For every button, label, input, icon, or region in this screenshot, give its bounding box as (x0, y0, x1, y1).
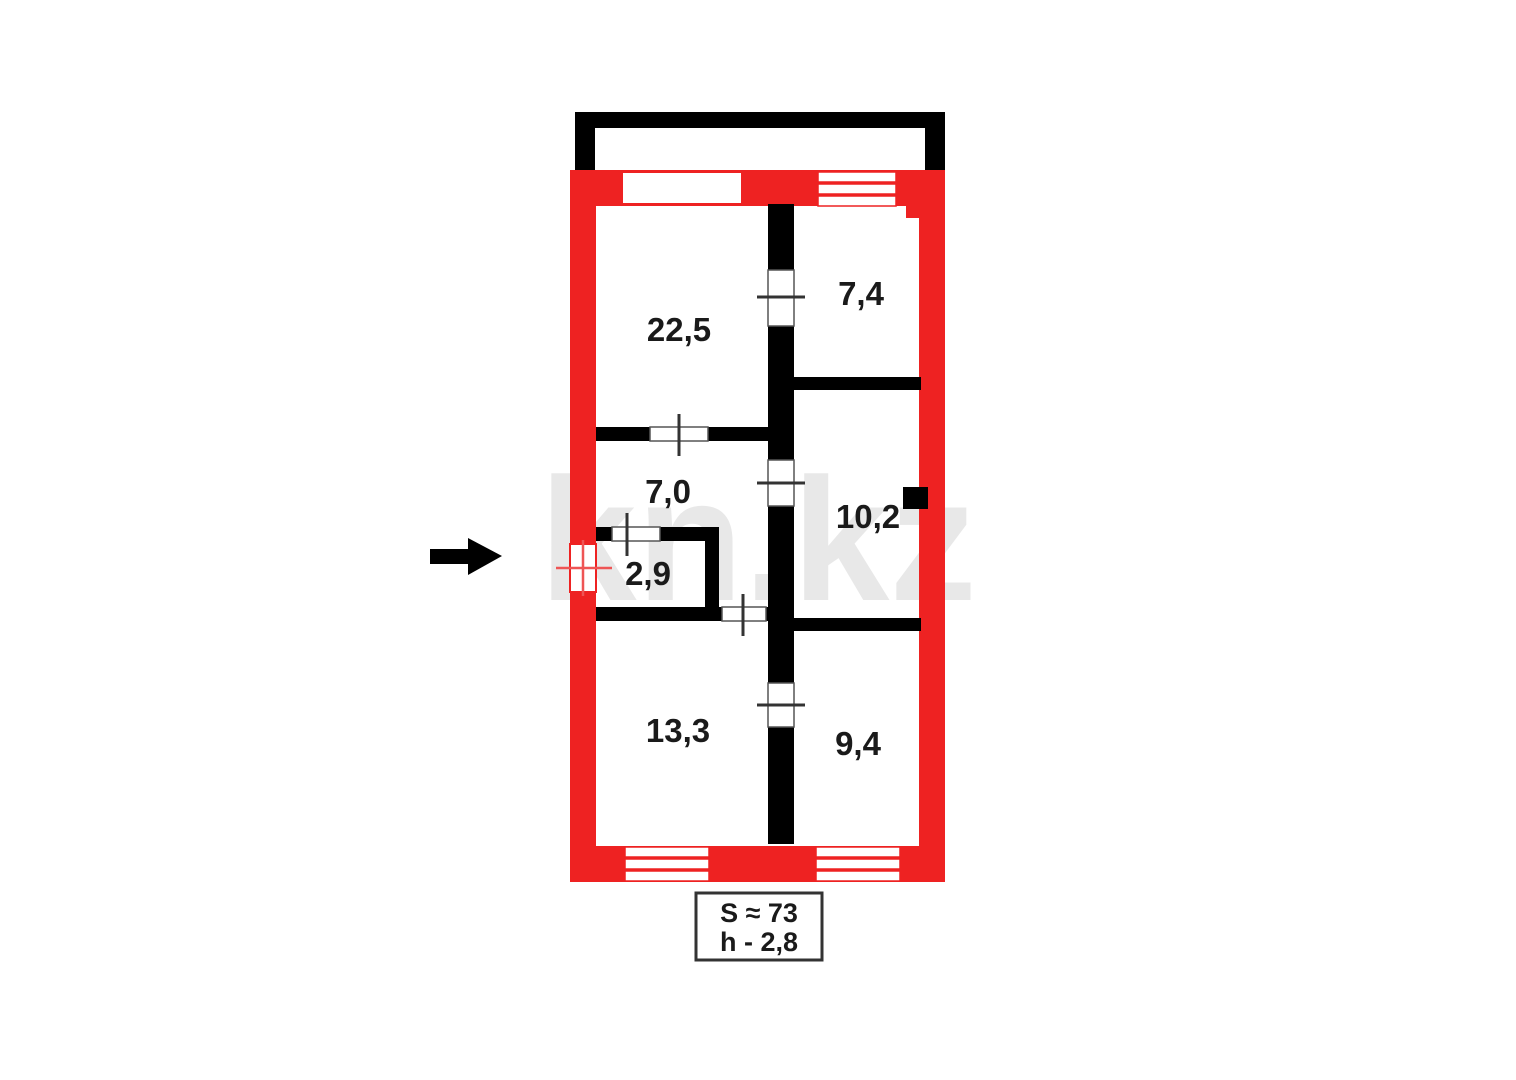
total-area-text: S ≈ 73 (720, 898, 798, 928)
window-bottom-right (815, 846, 901, 882)
room-label-10-2: 10,2 (836, 498, 900, 535)
door-13-3-to-9-4 (757, 682, 805, 728)
door-2-9-to-7-0 (611, 513, 661, 556)
window-bottom-left (624, 846, 710, 882)
room-area-labels: 22,5 7,4 7,0 10,2 2,9 13,3 9,4 (625, 275, 900, 762)
window-top-left (621, 171, 743, 205)
door-2-9-to-13-3 (721, 594, 767, 636)
room-label-7-0: 7,0 (645, 473, 691, 510)
ceiling-height-text: h - 2,8 (720, 927, 798, 957)
room-label-7-4: 7,4 (838, 275, 885, 312)
interior-doors (611, 269, 805, 728)
summary-box: S ≈ 73 h - 2,8 (694, 891, 824, 962)
door-22-5-to-7-4 (757, 269, 805, 327)
door-entrance (556, 540, 612, 596)
room-label-2-9: 2,9 (625, 555, 671, 592)
balcony-outline (575, 112, 945, 174)
door-22-5-to-7-0 (649, 414, 709, 456)
window-top-right (817, 171, 897, 207)
room-label-22-5: 22,5 (647, 311, 711, 348)
windows (621, 171, 901, 882)
room-label-9-4: 9,4 (835, 725, 882, 762)
door-7-0-to-10-2 (757, 459, 805, 507)
entrance-arrow-icon (430, 538, 502, 575)
room-label-13-3: 13,3 (646, 712, 710, 749)
